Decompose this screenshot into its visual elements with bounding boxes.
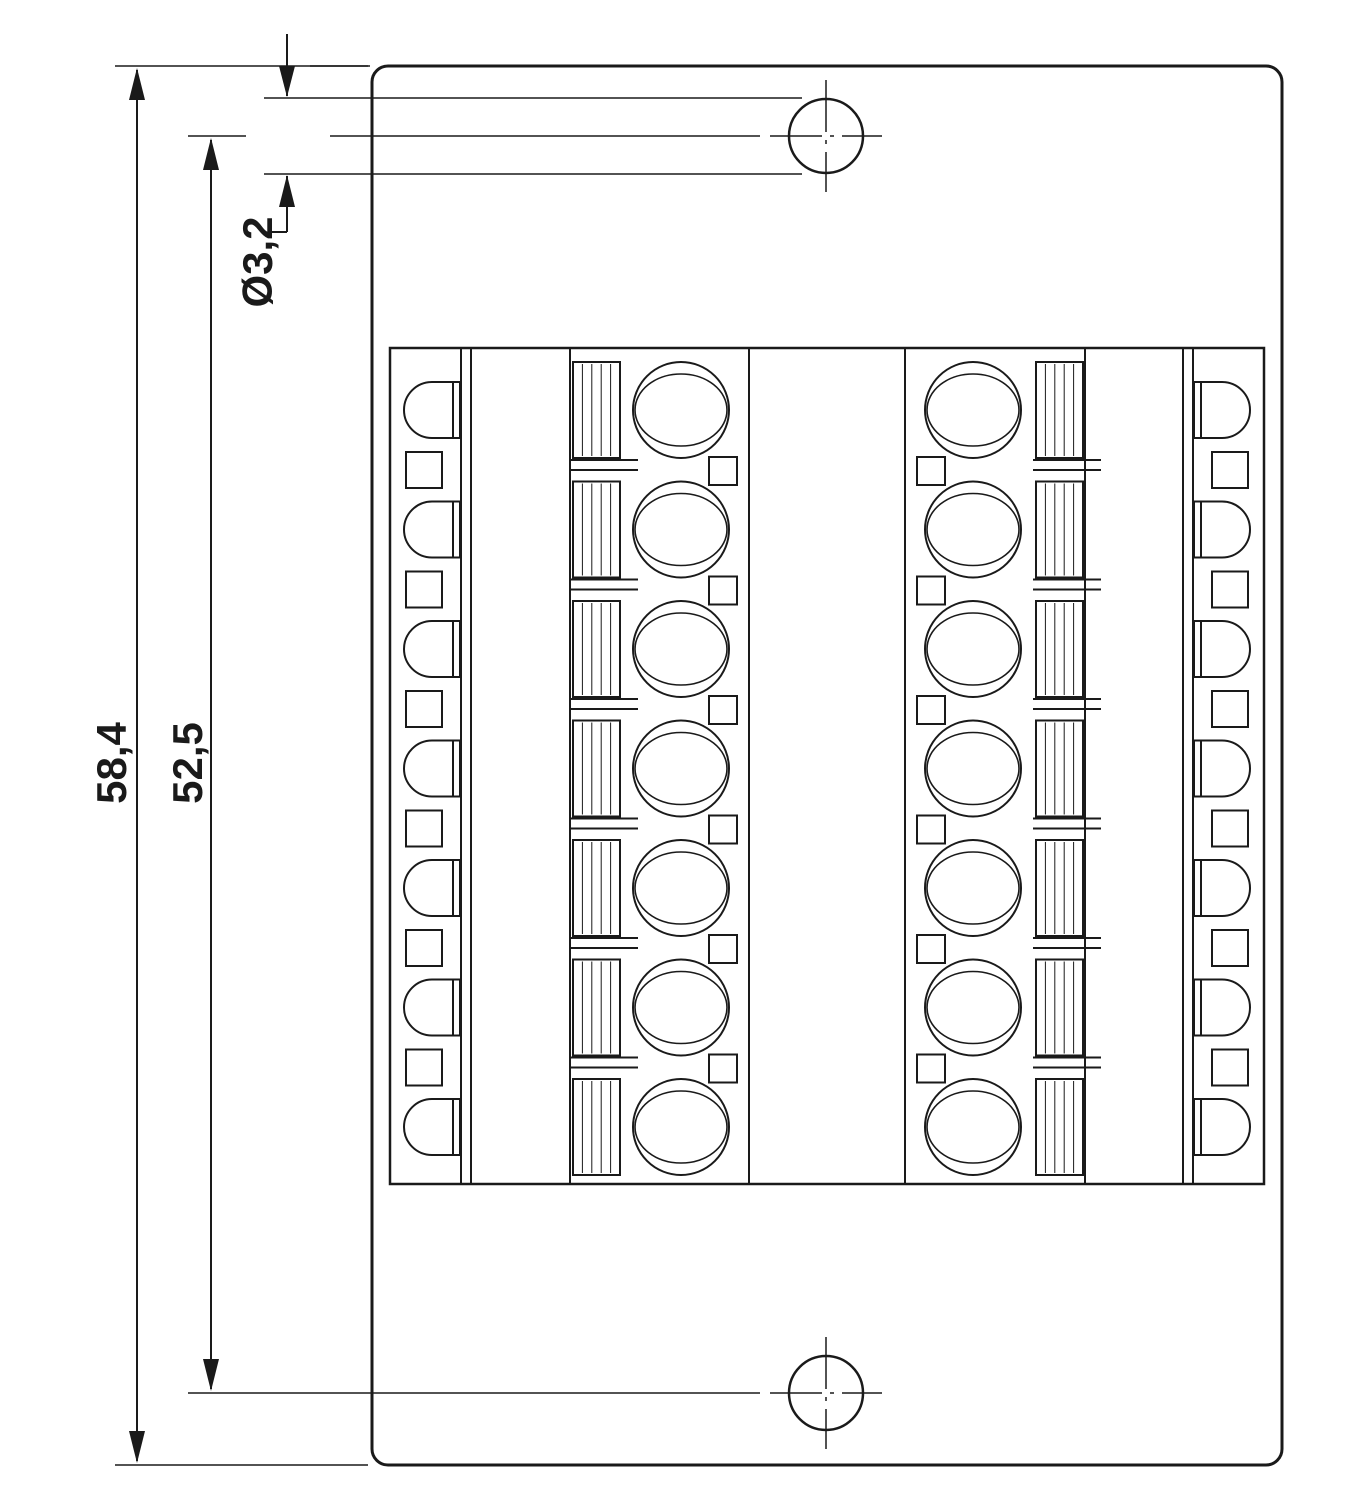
wire-entry-inner	[634, 492, 728, 567]
release-square	[708, 1053, 738, 1084]
marker-square	[1211, 690, 1249, 728]
test-socket	[403, 381, 461, 439]
marker-square	[1211, 570, 1249, 609]
wire-entry-inner	[926, 851, 1020, 925]
actuator-strip	[572, 361, 621, 459]
arrow-up-icon	[279, 175, 295, 207]
hole-diameter-dimension: Ø3,2	[234, 34, 802, 308]
wire-entry-inner	[926, 373, 1020, 447]
wire-entry-inner	[634, 612, 728, 686]
marker-square	[405, 690, 443, 728]
wire-entry-circle	[632, 361, 730, 459]
wire-entry-inner	[926, 612, 1020, 686]
actuator-strip	[572, 600, 621, 698]
wire-entry-circle	[632, 958, 730, 1057]
arrow-down-icon	[203, 1359, 219, 1391]
wire-entry-circle	[924, 958, 1022, 1057]
wire-entry-inner	[926, 731, 1020, 806]
arrow-down-icon	[129, 1431, 145, 1463]
terminal-rows	[403, 361, 1251, 1176]
release-square	[708, 934, 738, 964]
wire-entry-inner	[926, 492, 1020, 567]
test-socket	[1193, 859, 1251, 917]
test-socket	[403, 739, 461, 798]
wire-entry-circle	[632, 839, 730, 937]
actuator-strip	[572, 958, 621, 1057]
mounting-hole-bottom	[770, 1337, 882, 1449]
arrow-up-icon	[203, 138, 219, 170]
actuator-strip	[1035, 839, 1084, 937]
test-socket	[403, 978, 461, 1037]
mounting-hole-top	[770, 80, 882, 192]
marker-square	[1211, 1048, 1249, 1087]
marker-square	[405, 929, 443, 967]
wire-entry-inner	[634, 731, 728, 806]
terminal-block	[388, 346, 1266, 1186]
mounting-plate	[370, 64, 1284, 1467]
release-square	[916, 1053, 946, 1084]
wire-entry-circle	[924, 480, 1022, 579]
wire-entry-circle	[632, 600, 730, 698]
arrow-up-icon	[129, 68, 145, 100]
wire-entry-inner	[634, 1090, 728, 1164]
wire-entry-inner	[634, 851, 728, 925]
release-square	[916, 814, 946, 845]
actuator-strip	[572, 719, 621, 818]
wire-entry-circle	[632, 1078, 730, 1176]
wire-entry-circle	[924, 361, 1022, 459]
release-square	[708, 695, 738, 725]
test-socket	[403, 620, 461, 678]
actuator-strip	[1035, 600, 1084, 698]
wire-entry-circle	[924, 1078, 1022, 1176]
test-socket	[1193, 381, 1251, 439]
wire-entry-circle	[632, 480, 730, 579]
test-socket	[1193, 500, 1251, 559]
wire-entry-inner	[634, 373, 728, 447]
test-socket	[1193, 739, 1251, 798]
test-socket	[403, 859, 461, 917]
arrow-down-icon	[279, 66, 295, 97]
wire-entry-circle	[924, 719, 1022, 818]
wire-entry-circle	[924, 839, 1022, 937]
release-square	[708, 814, 738, 845]
actuator-strip	[1035, 1078, 1084, 1176]
marker-square	[1211, 929, 1249, 967]
marker-square	[405, 1048, 443, 1087]
release-square	[916, 934, 946, 964]
release-square	[916, 695, 946, 725]
wire-entry-inner	[634, 970, 728, 1045]
marker-square	[405, 570, 443, 609]
actuator-strip	[1035, 719, 1084, 818]
actuator-strip	[572, 480, 621, 579]
test-socket	[1193, 1098, 1251, 1156]
test-socket	[1193, 620, 1251, 678]
release-square	[916, 456, 946, 486]
overall-height-label: 58,4	[88, 721, 135, 803]
test-socket	[403, 1098, 461, 1156]
actuator-strip	[1035, 480, 1084, 579]
hole-spacing-label: 52,5	[164, 722, 211, 804]
hole-diameter-label: Ø3,2	[234, 216, 281, 307]
marker-square	[405, 809, 443, 848]
wire-entry-circle	[924, 600, 1022, 698]
release-square	[916, 575, 946, 606]
actuator-strip	[1035, 361, 1084, 459]
marker-square	[1211, 809, 1249, 848]
test-socket	[1193, 978, 1251, 1037]
hole-spacing-dimension: 52,5	[164, 135, 760, 1394]
release-square	[708, 456, 738, 486]
release-square	[708, 575, 738, 606]
wire-entry-inner	[926, 970, 1020, 1045]
marker-square	[405, 451, 443, 489]
wire-entry-inner	[926, 1090, 1020, 1164]
overall-height-dimension: 58,4	[88, 65, 368, 1466]
actuator-strip	[1035, 958, 1084, 1057]
actuator-strip	[572, 1078, 621, 1176]
marker-square	[1211, 451, 1249, 489]
test-socket	[403, 500, 461, 559]
wire-entry-circle	[632, 719, 730, 818]
actuator-strip	[572, 839, 621, 937]
